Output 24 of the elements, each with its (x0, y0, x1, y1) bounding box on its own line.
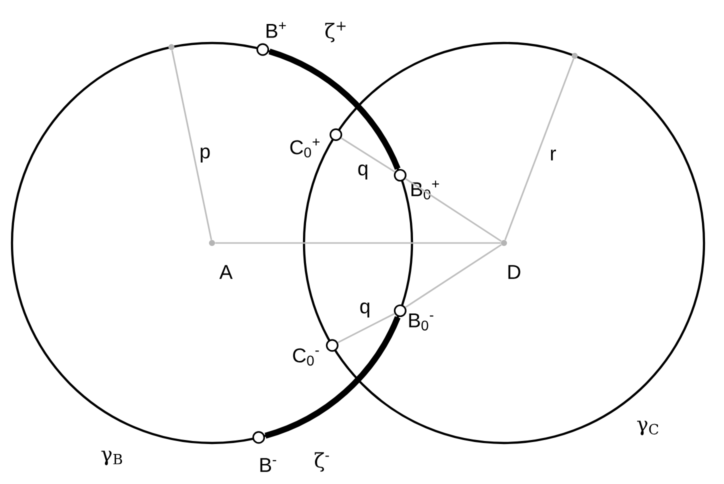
point-label: C$_{0}$- (293, 348, 319, 366)
edge-label: ζ$^{+}$ (325, 22, 346, 42)
circle-label: γ$_{B}$ (101, 450, 122, 466)
edge-label: q (360, 302, 370, 318)
point-label: B$_{0}$- (409, 314, 434, 330)
edge-label: p (200, 148, 210, 162)
edge-label: q (358, 164, 368, 180)
line-segment (340, 137, 396, 173)
point-label: A (219, 265, 233, 279)
point-label: C$_{0}$+ (290, 138, 320, 158)
line-segment (171, 50, 212, 240)
line-segment (215, 242, 501, 244)
edge-label: ζ$^{-}$ (314, 452, 329, 472)
line-segment (405, 244, 502, 308)
line-segment (405, 178, 502, 242)
point-label: B$^{-}$ (260, 458, 276, 472)
arc (264, 316, 400, 439)
line-segment (504, 58, 574, 240)
point-label: D (508, 265, 520, 279)
circle-label: γ$_{C}$ (637, 420, 658, 436)
edge-label: r (551, 150, 556, 160)
line-segment (337, 312, 395, 344)
point-label: B$^{+}$ (266, 22, 286, 38)
arc (268, 48, 400, 170)
